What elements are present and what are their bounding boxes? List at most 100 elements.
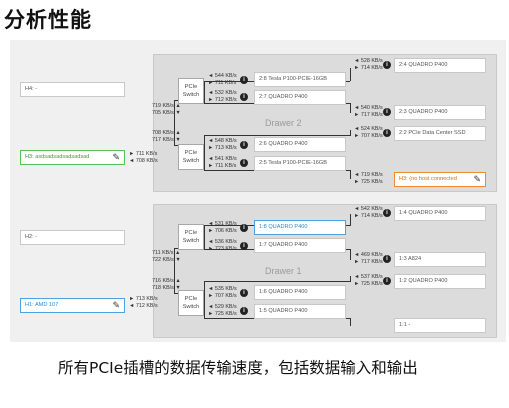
- uplink-rate-down: 718 KB/s ▼: [152, 285, 181, 291]
- connector-line: [350, 249, 351, 260]
- slot-label: 2:3 QUADRO P400: [399, 109, 448, 115]
- info-icon[interactable]: i: [240, 224, 248, 232]
- slot-rate-out: ► 713 KB/s: [208, 145, 237, 151]
- slot-card[interactable]: 1:2 QUADRO P400: [394, 274, 486, 289]
- slot-rate-out: ► 707 KB/s: [354, 133, 383, 139]
- pcie-switch-label: PCIe: [184, 150, 198, 156]
- info-icon[interactable]: i: [240, 289, 248, 297]
- connector-line: [174, 248, 175, 293]
- slot-card-empty[interactable]: 1:1 -: [394, 318, 486, 333]
- slot-card[interactable]: 1:4 QUADRO P400: [394, 206, 486, 221]
- edit-icon[interactable]: ✎: [112, 300, 120, 310]
- slot-rate-out: ► 725 KB/s: [208, 311, 237, 317]
- connector-line: [350, 276, 351, 282]
- pcie-switch-label: PCIe: [184, 230, 198, 236]
- uplink-rate-down: 705 KB/s ▼: [152, 110, 181, 116]
- slot-rate-out: ► 717 KB/s: [354, 112, 383, 118]
- pcie-switch-label: Switch: [182, 158, 200, 164]
- slot-rate-out: ► 725 KB/s: [354, 281, 383, 287]
- uplink-rate-up: 716 KB/s ▲: [152, 278, 181, 284]
- caption-text: 所有PCIe插槽的数据传输速度，包括数据输入和输出: [58, 359, 418, 377]
- host-card-h1[interactable]: H1: AMD 107 ✎: [20, 298, 125, 313]
- host-card-h4[interactable]: H4: -: [20, 82, 125, 97]
- slot-rate-out: ► 712 KB/s: [208, 97, 237, 103]
- slot-label: 2:5 Tesla P100-PCIE-16GB: [259, 160, 327, 166]
- host-rate-in: ◄ 708 KB/s: [129, 158, 158, 164]
- host-card-label: H3: asdsadsadsadsadsad: [25, 154, 90, 160]
- slot-rate-out: ► 707 KB/s: [208, 293, 237, 299]
- slot-card[interactable]: 2:2 PCIe Data Center SSD: [394, 126, 486, 141]
- info-icon[interactable]: i: [383, 209, 391, 217]
- slot-card[interactable]: 1:3 A824: [394, 252, 486, 267]
- host-slot-card-no-host[interactable]: H3: (no host connected✎: [394, 172, 486, 187]
- host-rate-in: ◄ 712 KB/s: [129, 303, 158, 309]
- slot-label: 1:3 A824: [399, 256, 422, 262]
- topology-panel: Drawer 2 H4: - H3: asdsadsadsadsadsad✎ ►…: [10, 40, 506, 342]
- info-icon[interactable]: i: [240, 93, 248, 101]
- pcie-switch-label: Switch: [182, 238, 200, 244]
- slot-rate-in: ◄ 535 KB/s: [208, 286, 237, 292]
- edit-icon[interactable]: ✎: [473, 174, 481, 184]
- pcie-switch-label: Switch: [182, 92, 200, 98]
- info-icon[interactable]: i: [240, 159, 248, 167]
- slot-card[interactable]: 1:6 QUADRO P400: [254, 285, 346, 300]
- pcie-switch-label: PCIe: [184, 84, 198, 90]
- slot-label: 1:8 QUADRO P400: [259, 224, 308, 230]
- slot-card[interactable]: 2:6 QUADRO P400: [254, 137, 346, 152]
- connector-line: [350, 68, 351, 81]
- slot-label: 1:1 -: [399, 322, 411, 328]
- info-icon[interactable]: i: [383, 277, 391, 285]
- connector-line: [174, 100, 178, 101]
- connector-line: [174, 248, 178, 249]
- host-card-label: H4: -: [25, 86, 38, 92]
- slot-rate-in: ◄ 540 KB/s: [354, 105, 383, 111]
- host-card-label: H1: AMD 107: [25, 302, 59, 308]
- info-icon[interactable]: i: [383, 108, 391, 116]
- uplink-rate-up: 719 KB/s ▲: [152, 103, 181, 109]
- slot-card[interactable]: 2:7 QUADRO P400: [254, 90, 346, 105]
- slot-rate-out: ► 711 KB/s: [208, 163, 237, 169]
- info-icon[interactable]: i: [383, 61, 391, 69]
- slot-rate-in: ◄ 469 KB/s: [354, 252, 383, 258]
- slot-label: 1:6 QUADRO P400: [259, 289, 308, 295]
- connector-line: [174, 293, 178, 294]
- slot-card[interactable]: 2:5 Tesla P100-PCIE-16GB: [254, 156, 346, 171]
- slot-rate-out: ► 714 KB/s: [354, 213, 383, 219]
- uplink-rate-up: 711 KB/s ▲: [152, 250, 181, 256]
- info-icon[interactable]: i: [383, 255, 391, 263]
- slot-card[interactable]: 2:8 Tesla P100-PCIE-16GB: [254, 72, 346, 87]
- info-icon[interactable]: i: [240, 242, 248, 250]
- connector-line: [350, 130, 351, 136]
- slot-rate-in: ◄ 542 KB/s: [354, 206, 383, 212]
- info-icon[interactable]: i: [240, 141, 248, 149]
- connector-line: [204, 81, 205, 103]
- edit-icon[interactable]: ✎: [112, 152, 120, 162]
- slot-card[interactable]: 2:3 QUADRO P400: [394, 105, 486, 120]
- connector-line: [204, 281, 205, 318]
- page-title: 分析性能: [4, 8, 92, 32]
- slot-card-selected[interactable]: 1:8 QUADRO P400: [254, 220, 346, 235]
- slot-rate-in: ◄ 541 KB/s: [208, 156, 237, 162]
- connector-line: [350, 318, 351, 326]
- slot-card[interactable]: 1:5 QUADRO P400: [254, 304, 346, 319]
- info-icon[interactable]: i: [240, 76, 248, 84]
- slot-rate-out: ► 725 KB/s: [354, 179, 383, 185]
- connector-line: [350, 103, 351, 113]
- slot-card[interactable]: 1:7 QUADRO P400: [254, 238, 346, 253]
- slot-rate-in: ◄ 537 KB/s: [354, 274, 383, 280]
- info-icon[interactable]: i: [240, 307, 248, 315]
- slot-card[interactable]: 2:4 QUADRO P400: [394, 58, 486, 73]
- slot-label: 2:7 QUADRO P400: [259, 94, 308, 100]
- pcie-switch-label: PCIe: [184, 296, 198, 302]
- slot-label: 1:2 QUADRO P400: [399, 278, 448, 284]
- connector-line: [350, 214, 351, 226]
- host-rate-out: ► 713 KB/s: [129, 296, 158, 302]
- info-icon[interactable]: i: [383, 129, 391, 137]
- slot-label: 2:8 Tesla P100-PCIE-16GB: [259, 76, 327, 82]
- host-card-h3[interactable]: H3: asdsadsadsadsadsad ✎: [20, 150, 125, 165]
- host-card-h2[interactable]: H2: -: [20, 230, 125, 245]
